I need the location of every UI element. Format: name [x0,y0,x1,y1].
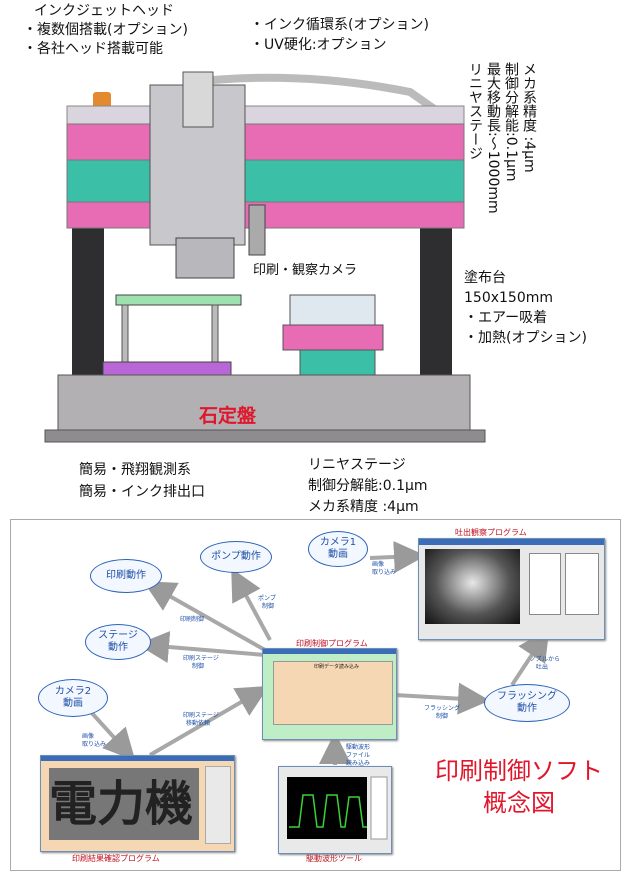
label-camera: 印刷・観察カメラ [253,263,358,278]
eject-camera-view [425,549,520,624]
coat-table-top [289,294,376,326]
obs-top-plate [115,294,242,306]
machine-drawing [44,71,486,443]
stone-base [57,374,471,431]
lbl-nozzle-l2: 吐出 [536,664,549,671]
concept-panel [10,519,621,871]
cable-chain [191,73,453,124]
concept-title-line2: 概念図 [483,789,555,817]
label-linear-v4: メカ系精度 :4μm [521,62,537,173]
lbl-flush-ctrl-l1: フラッシング [424,705,461,712]
lbl-img2-l1: 画像 [82,733,95,740]
lbl-pump-l2: 制御 [262,603,275,610]
label-head-any: ・各社ヘッド搭載可能 [23,41,163,57]
lbl-pump-l1: ポンプ [258,595,276,602]
lbl-stage-result-l2: 移動依頼 [186,720,211,727]
label-ink-circ: ・インク循環系(オプション) [250,17,429,33]
eject-panel-b [565,553,599,615]
label-head-multi: ・複数個搭載(オプション) [23,22,188,38]
window-eject-observation[interactable] [418,538,605,640]
label-simple-ink: 簡易・インク排出口 [79,484,205,500]
arrow-cam1-to-eject [369,541,426,573]
label-simple-flight: 簡易・飛翔観測系 [79,462,191,478]
bubble-stage[interactable]: ステージ動作 [85,624,151,660]
bubble-flush[interactable]: フラッシング動作 [484,684,570,722]
concept-title-line1: 印刷制御ソフト [435,757,603,785]
waveform-plot [287,776,388,840]
lbl-stage-result-l1: 印刷ステージ [183,712,219,719]
caption-result: 印刷結果確認プログラム [72,854,160,863]
result-side-panel [205,766,231,844]
lbl-wave-l2: ファイル [346,752,371,759]
arrow-flush-to-eject [510,628,550,687]
label-coat-air: ・エアー吸着 [464,310,548,326]
coat-table-pink [282,324,384,351]
window-print-control[interactable]: 印刷データ読み込み [262,648,397,740]
arrow-to-stage [137,631,266,663]
label-coat-size: 150x150mm [464,290,554,306]
label-linear-v2: 最大移動長:～1000mm [485,62,501,214]
lbl-nozzle-l1: ノズルから [530,656,561,663]
caption-eject: 吐出観察プログラム [455,528,527,537]
arrow-result-to-control [148,685,269,757]
arrow-control-to-flush [394,682,490,715]
result-image: 電力機 [49,768,199,840]
label-linear2-res: 制御分解能:0.1μm [308,478,428,494]
arrow-to-print [143,581,266,652]
label-uv: ・UV硬化:オプション [250,37,387,53]
window-waveform-tool[interactable] [278,766,392,854]
base-foot [44,429,486,443]
lbl-img1-l2: 取り込み [372,569,397,576]
label-linear2-title: リニヤステージ [308,457,406,473]
right-column [420,222,452,382]
gantry-pink [66,123,465,161]
lbl-wave-l3: 読み込み [346,760,371,767]
caption-control: 印刷制御プログラム [296,639,368,648]
lbl-wave-l1: 駆動波形 [346,744,371,751]
eject-panel-a [529,553,561,615]
head-motor [182,71,214,128]
label-linear2-acc: メカ系精度 :4μm [308,499,419,515]
lbl-print-stage-l1: 印刷ステージ [183,655,219,662]
lbl-flush-ctrl-l2: 制御 [436,713,449,720]
label-base: 石定盤 [199,405,257,427]
label-head-title: インクジェットヘッド [34,3,174,19]
result-titlebar [41,756,234,761]
bubble-pump[interactable]: ポンプ動作 [200,541,272,573]
control-dialog: 印刷データ読み込み [273,661,393,725]
lbl-print-stage-l2: 制御 [192,663,205,670]
label-linear-v1: リニヤステージ [467,62,483,160]
lbl-img1-l1: 画像 [372,561,385,568]
label-coat-title: 塗布台 [464,270,506,286]
control-titlebar [263,649,396,654]
label-coat-heat: ・加熱(オプション) [464,330,587,346]
bubble-print[interactable]: 印刷動作 [90,559,162,593]
window-print-result[interactable]: 電力機 [40,755,235,852]
left-column [72,222,104,382]
head-block [175,237,235,279]
label-linear-v3: 制御分解能:0.1μm [503,62,519,182]
arrow-to-pump [231,567,272,641]
lbl-img2-l2: 取り込み [82,741,107,748]
lbl-print-ctrl: 印刷制御 [180,616,205,623]
eject-titlebar [419,539,604,545]
camera-body [248,204,266,256]
caption-wave: 駆動波形ツール [306,854,362,863]
